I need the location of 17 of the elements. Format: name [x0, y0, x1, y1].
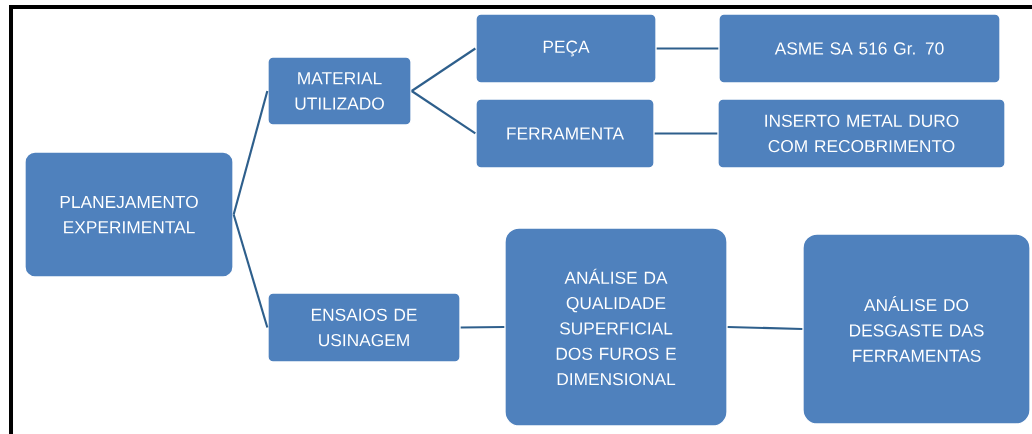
process-box: INSERTO METAL DURO COM RECOBRIMENTO: [717, 98, 1006, 169]
connector-line: [654, 132, 718, 135]
connector-line: [232, 214, 269, 328]
connector-line: [727, 325, 803, 331]
process-box: MATERIAL UTILIZADO: [267, 56, 412, 126]
process-box: PLANEJAMENTO EXPERIMENTAL: [24, 151, 234, 278]
process-box: ANÁLISE DO DESGASTE DAS FERRAMENTAS: [802, 233, 1031, 425]
process-box: ASME SA 516 Gr. 70: [718, 13, 1001, 84]
connector-line: [460, 325, 505, 329]
process-box: FERRAMENTA: [475, 98, 655, 169]
connector-line: [411, 90, 476, 135]
process-box: ENSAIOS DE USINAGEM: [267, 292, 461, 363]
connector-line: [656, 47, 719, 50]
connector-line: [411, 47, 476, 92]
process-box: ANÁLISE DA QUALIDADE SUPERFICIAL DOS FUROS E DIMENSIONAL: [504, 227, 728, 427]
connector-line: [232, 90, 269, 215]
process-box: PEÇA: [475, 13, 657, 84]
